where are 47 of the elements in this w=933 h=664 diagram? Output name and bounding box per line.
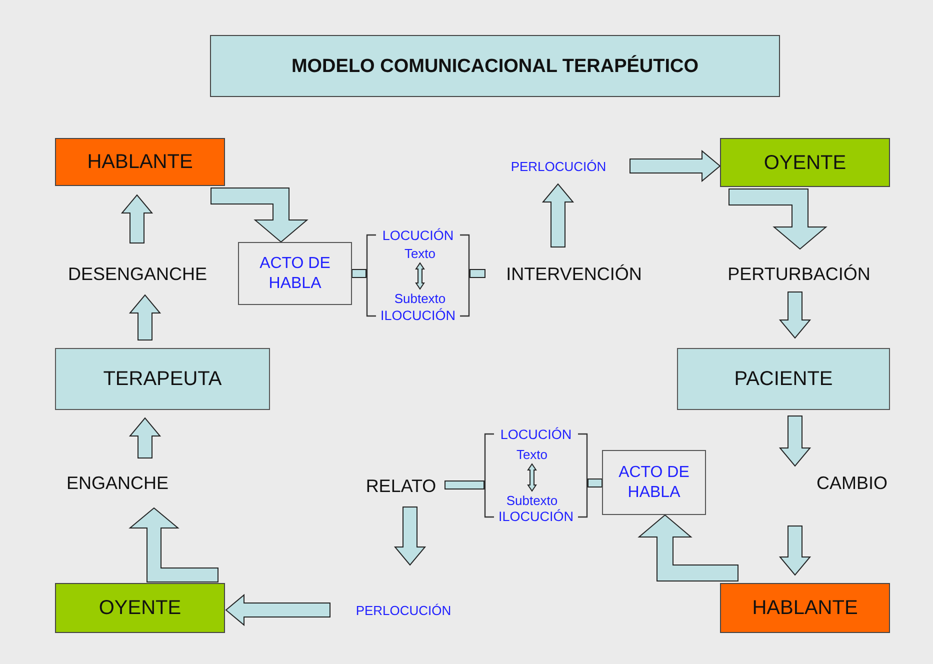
title-box: MODELO COMUNICACIONAL TERAPÉUTICO xyxy=(210,35,780,97)
connector-bar xyxy=(470,269,486,278)
speech-act-box: ACTO DE HABLA xyxy=(602,450,706,515)
role-box: OYENTE xyxy=(720,138,890,187)
connector-bar xyxy=(588,478,602,488)
stage-label: PERLOCUCIÓN xyxy=(340,601,467,620)
stage-label: CAMBIO xyxy=(806,470,898,496)
role-box: OYENTE xyxy=(55,583,225,633)
level-label: LOCUCIÓN xyxy=(382,229,454,242)
block-arrow xyxy=(210,188,308,243)
stage-label: PERTURBACIÓN xyxy=(708,261,890,287)
role-box: TERAPEUTA xyxy=(55,348,270,410)
connector-bar xyxy=(444,480,484,490)
block-arrow xyxy=(630,150,721,182)
block-arrow xyxy=(638,514,738,582)
level-label: LOCUCIÓN xyxy=(500,428,572,442)
level-label: ILOCUCIÓN xyxy=(498,510,574,523)
stage-label: PERLOCUCIÓN xyxy=(495,157,622,176)
block-arrow xyxy=(128,507,218,582)
speech-act-box: ACTO DE HABLA xyxy=(238,242,352,305)
level-label: Subtexto xyxy=(490,492,574,509)
stage-label: RELATO xyxy=(352,473,450,499)
stage-label: ENGANCHE xyxy=(45,470,190,496)
block-arrow xyxy=(128,417,162,458)
block-arrow xyxy=(778,292,812,339)
stage-label: DESENGANCHE xyxy=(45,261,230,287)
block-arrow xyxy=(128,294,162,340)
level-label: Subtexto xyxy=(378,290,462,307)
block-arrow xyxy=(778,526,812,576)
level-label: ILOCUCIÓN xyxy=(380,308,456,322)
block-arrow xyxy=(728,188,828,250)
role-box: HABLANTE xyxy=(720,583,890,633)
double-arrow xyxy=(527,463,537,492)
speech-level-bracket xyxy=(484,428,588,523)
block-arrow xyxy=(120,194,154,244)
block-arrow xyxy=(394,506,426,566)
level-label: Texto xyxy=(395,245,445,262)
stage-label: INTERVENCIÓN xyxy=(485,261,663,287)
role-box: HABLANTE xyxy=(55,138,225,186)
block-arrow xyxy=(225,594,330,626)
connector-bar xyxy=(352,269,366,278)
block-arrow xyxy=(778,416,812,467)
level-label: Texto xyxy=(507,446,557,463)
double-arrow xyxy=(415,262,425,290)
block-arrow xyxy=(542,183,574,248)
speech-level-bracket xyxy=(366,229,470,322)
role-box: PACIENTE xyxy=(677,348,890,410)
